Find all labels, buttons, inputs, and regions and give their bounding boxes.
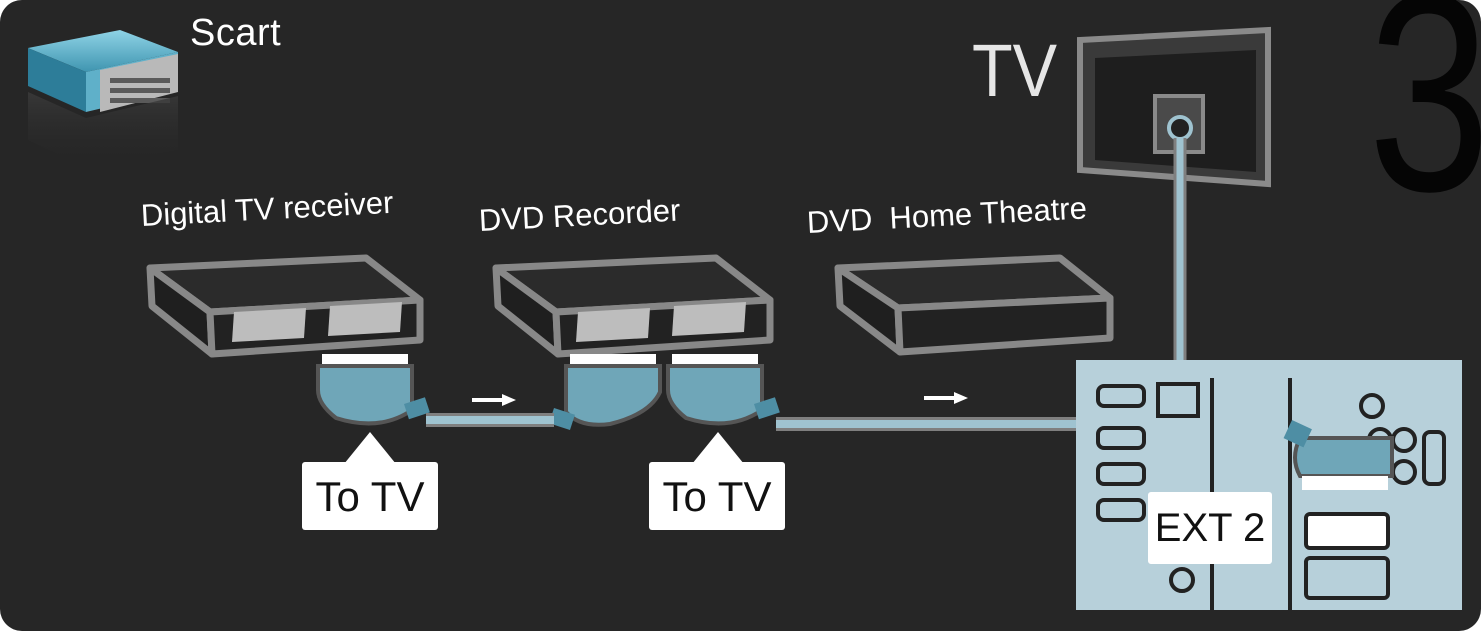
scart-socket bbox=[232, 308, 306, 342]
dvd-home-theatre-box bbox=[834, 254, 1114, 356]
callout-pointer bbox=[692, 432, 744, 464]
to-tv-callout: To TV bbox=[649, 462, 785, 530]
tv-label: TV bbox=[972, 29, 1058, 112]
network-port-icon bbox=[1156, 382, 1200, 418]
digital-tv-receiver-box bbox=[146, 254, 424, 358]
scart-socket bbox=[672, 302, 746, 336]
ext2-callout: EXT 2 bbox=[1148, 492, 1272, 564]
scart-port bbox=[1304, 556, 1390, 600]
connector-type-label: Scart bbox=[190, 12, 282, 54]
port-icon bbox=[1422, 430, 1446, 486]
audio-port-icon bbox=[1359, 393, 1385, 419]
scart-plug bbox=[316, 354, 430, 426]
scart-plug bbox=[1293, 436, 1394, 478]
arrow-right-icon bbox=[472, 394, 516, 406]
hdmi-port-icon bbox=[1096, 462, 1146, 486]
scart-socket bbox=[576, 308, 650, 342]
ext2-scart-port bbox=[1304, 512, 1390, 550]
to-tv-callout: To TV bbox=[302, 462, 438, 530]
scart-connector-icon bbox=[28, 30, 178, 168]
scart-plug bbox=[549, 354, 662, 431]
dvd-recorder-box bbox=[492, 254, 774, 358]
hdmi-port-icon bbox=[1096, 498, 1146, 522]
scart-socket bbox=[328, 302, 402, 336]
audio-port-icon bbox=[1169, 567, 1195, 593]
hdmi-port-icon bbox=[1096, 384, 1146, 408]
hdmi-port-icon bbox=[1096, 426, 1146, 450]
arrow-right-icon bbox=[924, 392, 968, 404]
callout-pointer bbox=[344, 432, 396, 464]
scart-plug bbox=[666, 354, 780, 426]
step-number: 3 bbox=[1368, 0, 1481, 250]
tv-connector-panel bbox=[1076, 360, 1462, 610]
